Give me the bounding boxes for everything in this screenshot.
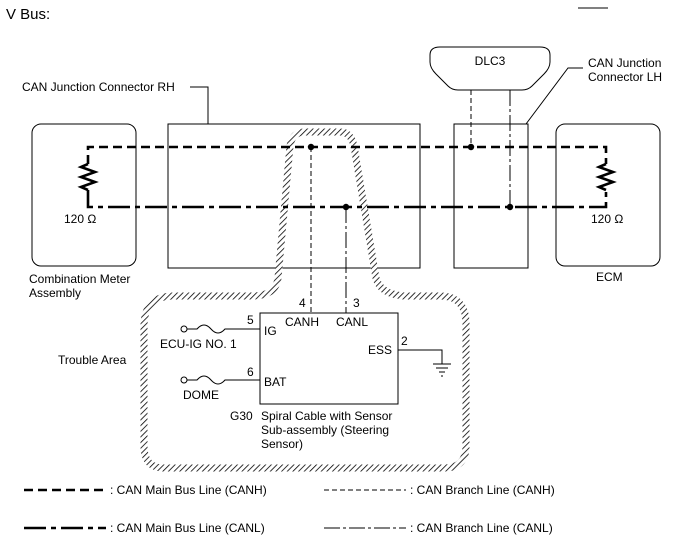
ess-pin-number: 2 [401,334,408,348]
spiral-cable-label-line2: Sub-assembly (Steering [261,423,389,437]
resistor-right-value: 120 Ω [591,212,623,226]
spiral-cable-box [259,312,399,405]
resistor-left [77,162,99,192]
canh-main-bus-line [86,145,608,164]
spiral-cable-label-line1: Spiral Cable with Sensor [261,409,392,423]
ecu-ig-fuse [187,324,260,334]
canh-pin-label: CANH [285,315,319,329]
can-junction-rh-label: CAN Junction Connector RH [22,80,175,94]
trouble-area-outline [140,128,470,472]
trouble-area-label: Trouble Area [58,353,127,367]
bat-pin-number: 6 [247,365,254,379]
can-junction-rh-box [167,123,421,269]
canl-junction-dot-lh [506,203,514,211]
canh-junction-dot-lh [467,143,475,151]
ecu-ig-label: ECU-IG NO. 1 [160,337,237,351]
ecm-box [555,123,661,267]
dome-label: DOME [183,388,219,402]
dome-terminal [180,376,188,384]
resistor-left-value: 120 Ω [64,212,96,226]
ig-pin-number: 5 [247,313,254,327]
combination-meter-label-line1: Combination Meter [29,272,130,286]
canh-pin-number: 4 [299,296,306,310]
ig-pin-label: IG [264,324,277,338]
legend-branch-canl-label: : CAN Branch Line (CANL) [410,521,553,535]
resistor-right [595,162,617,192]
legend-branch-canh-label: : CAN Branch Line (CANH) [410,483,555,497]
combination-meter-label-line2: Assembly [29,286,81,300]
ess-pin-label: ESS [368,343,392,357]
canh-junction-dot-rh [307,143,315,151]
canl-pin-number: 3 [353,296,360,310]
dlc3-connector [429,46,551,91]
ground-icon [433,363,451,377]
bat-pin-label: BAT [264,375,287,389]
dome-fuse [187,375,260,385]
can-junction-lh-label-line1: CAN Junction [588,56,661,70]
combination-meter-box [31,123,137,267]
legend-main-canh-label: : CAN Main Bus Line (CANH) [110,483,267,497]
ecu-ig-terminal [180,325,188,333]
can-junction-lh-label-line2: Connector LH [588,70,662,84]
canl-junction-dot-rh [342,203,350,211]
dlc3-label: DLC3 [475,54,506,68]
ecm-label: ECM [596,270,623,284]
can-junction-lh-box [453,123,529,269]
canl-pin-label: CANL [336,315,368,329]
diagram-title: V Bus: [6,6,50,23]
g30-connector-label: G30 [230,409,253,423]
legend-main-canl-label: : CAN Main Bus Line (CANL) [110,521,265,535]
spiral-cable-label-line3: Sensor) [261,437,303,451]
ess-ground-wire [398,349,443,364]
can-junction-lh-leader [525,67,583,125]
can-junction-rh-leader [190,86,209,124]
